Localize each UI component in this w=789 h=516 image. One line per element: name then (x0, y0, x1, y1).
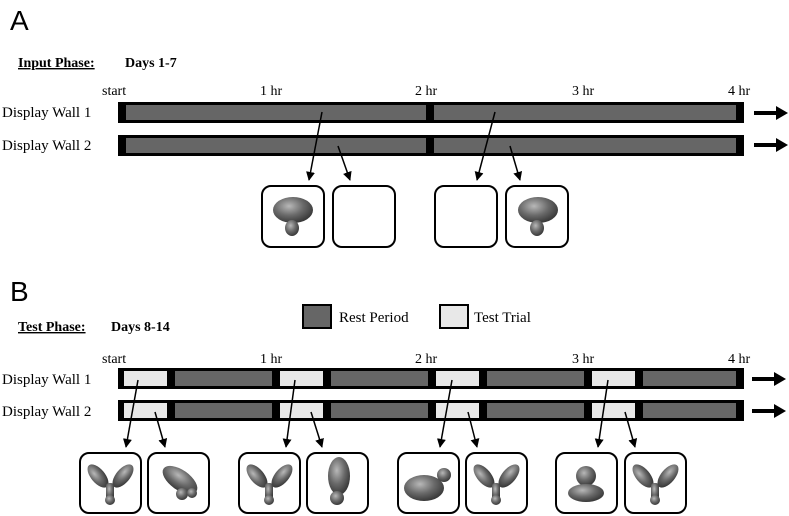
stimulus-box (397, 452, 460, 514)
rest-segment (126, 138, 426, 153)
legend-rest-swatch (302, 304, 332, 329)
stimulus-box (147, 452, 210, 514)
stimulus-box (261, 185, 325, 248)
stimulus-box (465, 452, 528, 514)
row-label-display-wall-1: Display Wall 1 (2, 372, 91, 388)
tick-label: start (102, 352, 126, 367)
stimulus-box (434, 185, 498, 248)
tick-label: 3 hr (572, 352, 595, 367)
mushroom-icon (273, 197, 313, 236)
tick-label: start (102, 84, 126, 99)
panel-a-letter: A (10, 5, 29, 36)
test-segment (436, 371, 479, 386)
test-segment (124, 371, 167, 386)
tick-label: 4 hr (728, 352, 751, 367)
test-segment (592, 403, 635, 418)
panel-a: A Input Phase: Days 1-7 start 1 hr 2 hr … (2, 5, 788, 248)
stimulus-box (555, 452, 618, 514)
legend-test-swatch (439, 304, 469, 329)
stimulus-box (624, 452, 687, 514)
oval-shape-icon (328, 457, 350, 505)
pointer-arrows-b (122, 379, 638, 448)
time-continues-arrow (752, 372, 786, 418)
stimulus-box (238, 452, 301, 514)
rest-segment (331, 371, 428, 386)
y-shape-icon (473, 464, 520, 505)
legend-rest-label: Rest Period (339, 310, 409, 326)
panel-b: B Test Phase: Days 8-14 Rest Period Test… (2, 276, 786, 514)
panel-a-phase-label: Input Phase: (18, 56, 95, 71)
test-segment (436, 403, 479, 418)
rest-segment (175, 403, 272, 418)
y-shape-icon (87, 464, 134, 505)
timeline-b-wall-1 (118, 368, 744, 389)
tick-label: 1 hr (260, 352, 283, 367)
stimulus-box (79, 452, 142, 514)
rest-segment (331, 403, 428, 418)
legend-test-label: Test Trial (474, 310, 531, 326)
panel-b-letter: B (10, 276, 29, 307)
rest-segment (175, 371, 272, 386)
dumbbell-shape-icon (162, 465, 198, 500)
rest-segment (434, 105, 736, 120)
timeline-a-wall-2 (118, 135, 744, 156)
panel-a-phase-days: Days 1-7 (125, 56, 177, 71)
timeline-b-wall-2 (118, 400, 744, 421)
test-segment (280, 371, 323, 386)
panel-a-time-ticks: start 1 hr 2 hr 3 hr 4 hr (102, 84, 751, 99)
time-continues-arrow (754, 106, 788, 152)
panel-b-time-ticks: start 1 hr 2 hr 3 hr 4 hr (102, 352, 751, 367)
test-segment (592, 371, 635, 386)
rest-segment (434, 138, 736, 153)
row-label-display-wall-2: Display Wall 2 (2, 138, 91, 154)
tick-label: 2 hr (415, 84, 438, 99)
tick-label: 2 hr (415, 352, 438, 367)
row-label-display-wall-1: Display Wall 1 (2, 105, 91, 121)
panel-b-phase-label: Test Phase: (18, 320, 86, 335)
rest-segment (126, 105, 426, 120)
y-shape-icon (246, 464, 293, 505)
test-segment (280, 403, 323, 418)
legend: Rest Period Test Trial (302, 304, 531, 329)
panel-b-phase-days: Days 8-14 (111, 320, 170, 335)
tick-label: 1 hr (260, 84, 283, 99)
test-segment (124, 403, 167, 418)
bell-shape-icon (568, 466, 604, 502)
timeline-a-wall-1 (118, 102, 744, 123)
rest-segment (643, 403, 736, 418)
tick-label: 3 hr (572, 84, 595, 99)
y-shape-icon (632, 464, 679, 505)
stimulus-box (332, 185, 396, 248)
rest-segment (487, 403, 584, 418)
mushroom-icon (518, 197, 558, 236)
rest-segment (643, 371, 736, 386)
stimulus-box (306, 452, 369, 514)
pointer-arrows-a (306, 111, 523, 181)
rest-segment (487, 371, 584, 386)
blob-shape-icon (404, 468, 451, 501)
stimulus-box (505, 185, 569, 248)
tick-label: 4 hr (728, 84, 751, 99)
row-label-display-wall-2: Display Wall 2 (2, 404, 91, 420)
